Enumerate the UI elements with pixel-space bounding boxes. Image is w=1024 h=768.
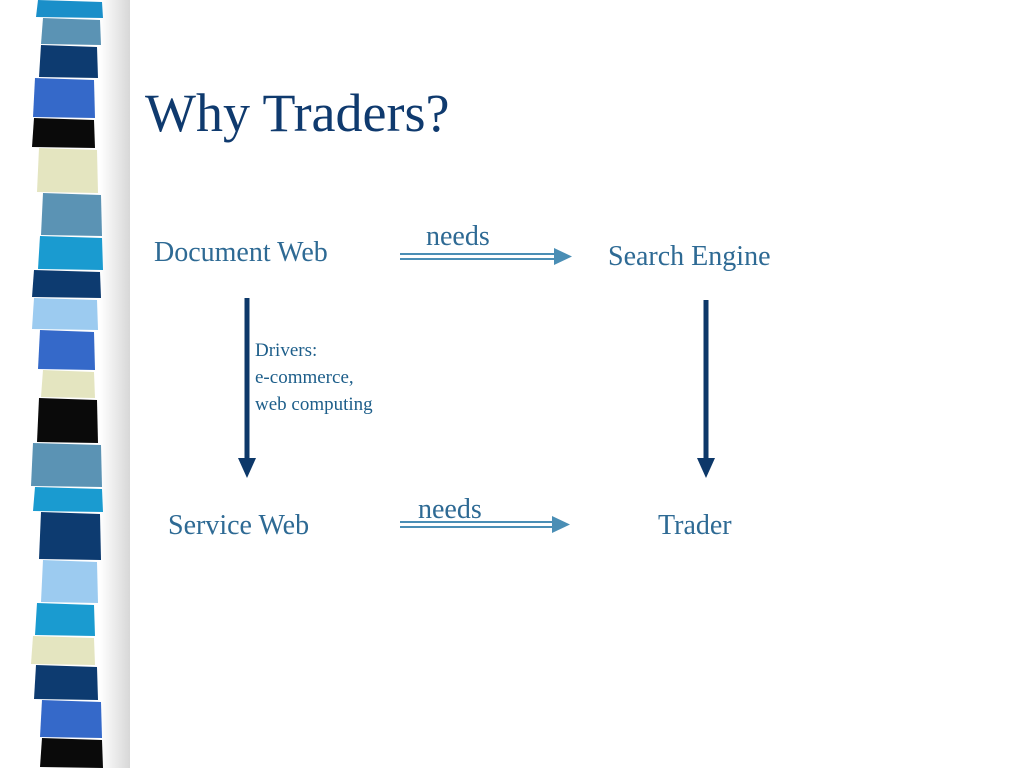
decorative-stripe-band — [0, 0, 130, 768]
drivers-note-heading: Drivers: — [255, 340, 318, 361]
edge-label-top-needs: needs — [426, 221, 490, 252]
decorative-stripe — [32, 298, 98, 330]
arrow-document-web-to-search-engine — [400, 248, 572, 265]
node-document-web: Document Web — [154, 237, 328, 268]
decorative-stripe — [33, 487, 103, 512]
arrow-search-engine-to-trader — [697, 300, 715, 478]
edge-label-bottom-needs: needs — [418, 494, 482, 525]
decorative-stripe — [36, 0, 103, 18]
decorative-stripe — [33, 78, 95, 118]
decorative-stripe — [41, 370, 95, 398]
decorative-stripe — [39, 45, 98, 78]
node-search-engine: Search Engine — [608, 241, 771, 272]
drivers-note-line2: web computing — [255, 394, 373, 415]
decorative-stripe — [41, 193, 102, 236]
decorative-stripe — [34, 665, 98, 700]
decorative-stripe — [31, 443, 102, 487]
decorative-stripe — [32, 118, 95, 148]
decorative-stripe — [37, 148, 98, 193]
decorative-stripe — [35, 603, 95, 636]
decorative-stripe — [31, 636, 95, 665]
decorative-stripe — [40, 738, 103, 768]
decorative-stripe — [41, 560, 98, 603]
decorative-stripe — [37, 398, 98, 443]
arrow-service-web-to-trader — [400, 516, 570, 533]
decorative-stripe — [32, 270, 101, 298]
slide-title: Why Traders? — [145, 83, 450, 143]
decorative-stripe — [38, 330, 95, 370]
arrow-document-web-to-service-web — [238, 298, 256, 478]
drivers-note: Drivers: e-commerce, web computing — [255, 337, 373, 418]
decorative-stripe — [40, 700, 102, 738]
decorative-stripe — [41, 18, 101, 45]
decorative-stripe — [39, 512, 101, 560]
node-trader: Trader — [658, 510, 732, 541]
drivers-note-line1: e-commerce, — [255, 367, 354, 388]
node-service-web: Service Web — [168, 510, 310, 541]
decorative-stripe — [38, 236, 103, 270]
